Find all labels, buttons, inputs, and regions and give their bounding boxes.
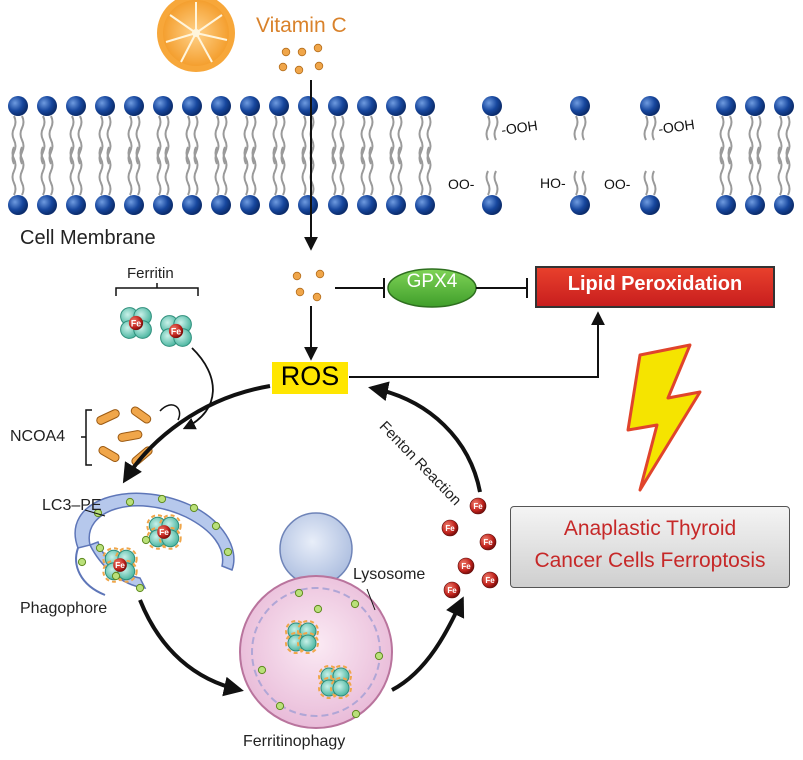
phospholipid: [386, 96, 406, 215]
phospholipid: [124, 96, 144, 215]
ferritin-particle: [285, 620, 319, 654]
svg-text:Fe: Fe: [485, 576, 495, 585]
svg-text:Fe: Fe: [461, 562, 471, 571]
ferritin-particle: Fe: [102, 547, 138, 583]
oxidized-lipid: [640, 96, 660, 215]
lysosome-to-iron-arc: [391, 596, 465, 692]
ros-to-phagophore-arc: [122, 384, 271, 484]
ferritin-particle: [318, 665, 352, 699]
phospholipid: [745, 96, 765, 215]
phagophore-label: Phagophore: [20, 600, 108, 617]
vitc-inhibits-gpx4: [335, 278, 385, 298]
lc3-pointer: [84, 509, 106, 517]
outcome-box: [510, 506, 790, 588]
outcome-label-line1: Anaplastic Thyroid: [563, 517, 737, 540]
lysosome-pointer: [366, 588, 376, 611]
ferritin-particle: Fe: [120, 307, 152, 339]
lipid-ooh-2: -OOH: [657, 116, 695, 137]
lipid-peroxidation-label: Lipid Peroxidation: [567, 273, 743, 295]
phospholipid: [415, 96, 435, 215]
ferritin-label: Ferritin: [127, 265, 174, 282]
svg-text:Fe: Fe: [473, 502, 483, 511]
phospholipid: [37, 96, 57, 215]
iron-ion: Fe: [481, 571, 499, 589]
lysosome-ferritin: [285, 620, 352, 699]
phospholipid: [269, 96, 289, 215]
phospholipid: [211, 96, 231, 215]
vitamin-c-molecules: [278, 43, 324, 75]
oxidized-lipid: [570, 96, 590, 215]
lysosome: [239, 512, 393, 729]
lipid-ho: HO-: [540, 175, 566, 191]
ferritin-particle: Fe: [160, 315, 192, 347]
iron-ion: Fe: [479, 533, 497, 551]
lipid-ooh-1: -OOH: [500, 117, 538, 138]
ros-to-lipid-arrow: [349, 311, 605, 378]
orange-icon: [157, 0, 235, 72]
ncoa4-molecules: [96, 406, 153, 466]
intracellular-vitamin-c: [292, 269, 325, 302]
ferritin-to-ncoa4-arrow: [182, 347, 214, 430]
ncoa4-label: NCOA4: [10, 428, 66, 445]
lipid-oo-1: OO-: [448, 176, 475, 192]
ros-box: [272, 362, 348, 394]
phospholipid: [8, 96, 28, 215]
vitamin-c-label: Vitamin C: [256, 14, 347, 37]
iron-ion: Fe: [441, 519, 459, 537]
svg-text:Fe: Fe: [115, 560, 125, 570]
ncoa4-curl: [159, 404, 181, 421]
svg-text:Fe: Fe: [171, 326, 181, 336]
phospholipid: [182, 96, 202, 215]
svg-text:Fe: Fe: [483, 538, 493, 547]
oxidized-lipid: [482, 96, 502, 215]
phospholipid: [298, 96, 318, 215]
outcome-label-line2: Cancer Cells Ferroptosis: [534, 549, 766, 572]
gpx4-inhibits-lipid-peroxidation: [476, 278, 528, 298]
svg-text:Fe: Fe: [159, 527, 169, 537]
ferritin-particle: Fe: [146, 514, 182, 550]
svg-text:Fe: Fe: [447, 586, 457, 595]
lightning-bolt-icon: [626, 343, 702, 492]
cell-membrane: [8, 96, 794, 215]
iron-ion: Fe: [443, 581, 461, 599]
svg-text:Fe: Fe: [445, 524, 455, 533]
lipid-peroxidation-box: [535, 266, 775, 308]
lysosome-lc3-dots: [257, 588, 384, 719]
ferritinophagy-label: Ferritinophagy: [243, 733, 346, 750]
phospholipid: [716, 96, 736, 215]
phospholipid: [328, 96, 348, 215]
lc3-pe-label: LC3–PE: [42, 497, 102, 514]
phospholipid: [240, 96, 260, 215]
iron-ion: Fe: [469, 497, 487, 515]
phagophore-to-lysosome-arc: [138, 599, 244, 697]
phospholipid: [66, 96, 86, 215]
gpx4-label: GPX4: [406, 271, 458, 292]
phospholipid: [357, 96, 377, 215]
ferritin-bracket: [115, 283, 199, 296]
phospholipid: [95, 96, 115, 215]
ncoa4-bracket: [81, 409, 92, 466]
fenton-arrow: [368, 381, 482, 493]
lysosome-label: Lysosome: [353, 566, 426, 583]
phospholipid: [774, 96, 794, 215]
cell-membrane-label: Cell Membrane: [20, 227, 156, 249]
iron-ion: Fe: [457, 557, 475, 575]
svg-text:Fe: Fe: [131, 318, 141, 328]
phospholipid: [153, 96, 173, 215]
lc3-pe-dots: [77, 494, 233, 593]
ros-label: ROS: [280, 361, 340, 391]
lipid-oo-2: OO-: [604, 176, 631, 192]
